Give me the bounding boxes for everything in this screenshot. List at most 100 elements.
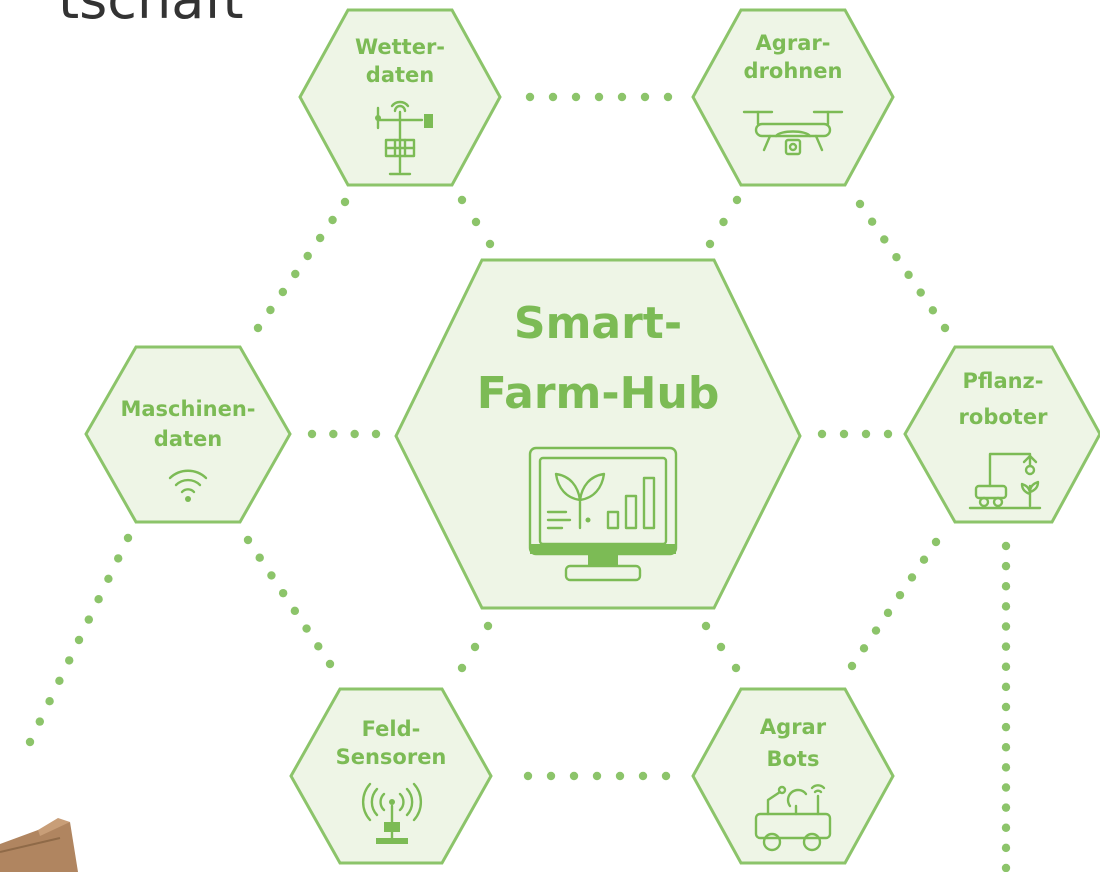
connector-dot [25, 737, 35, 747]
connector-dot [470, 642, 480, 652]
connector-dot [1001, 863, 1011, 872]
connector-dot [705, 239, 715, 249]
connector-dot [1001, 561, 1011, 571]
connector-dot [617, 92, 627, 102]
connector-dot [371, 429, 381, 439]
connector-dot [523, 771, 533, 781]
connector-dot [839, 429, 849, 439]
connector-dot [1001, 622, 1011, 631]
connector-dot [243, 535, 253, 545]
connector-dot [45, 697, 54, 706]
pflanz-label-line1: Pflanz- [962, 369, 1043, 393]
connector-dot [302, 624, 311, 633]
connector-dot [719, 217, 728, 227]
connector-dot [1001, 843, 1011, 853]
connector-dot [266, 305, 275, 315]
connector-dots [25, 92, 1011, 872]
connector-dot [255, 553, 264, 562]
connector-dot [1001, 702, 1011, 712]
bots-label-line1: Agrar [760, 715, 827, 739]
connector-dot [569, 771, 579, 781]
connector-dot [325, 659, 335, 669]
connector-dot [74, 635, 84, 645]
connector-dot [485, 239, 495, 249]
connector-dot [615, 771, 625, 781]
connector-dot [1001, 763, 1011, 772]
pflanz-label-line2: roboter [959, 405, 1049, 429]
connector-dot [104, 574, 113, 583]
wetter-label-line1: Wetter- [355, 35, 445, 59]
connector-dot [817, 429, 827, 439]
cut-off-title: tschaft [58, 0, 244, 31]
connector-dot [663, 92, 673, 102]
hub-node: Smart- Farm-Hub [394, 258, 802, 610]
connector-dot [457, 195, 467, 205]
wetter-label-line2: daten [366, 63, 434, 87]
connector-dot [904, 270, 913, 280]
connector-dot [291, 269, 300, 279]
feld-hexagon [289, 687, 493, 865]
connector-dot [1001, 541, 1011, 551]
connector-dot [883, 608, 893, 618]
connector-dot [278, 588, 288, 598]
maschinen-label-line2: daten [154, 427, 222, 451]
connector-dot [253, 323, 263, 333]
crate-fragment [0, 818, 78, 872]
connector-dot [731, 663, 741, 673]
connector-dot [592, 771, 602, 781]
wifi-icon [168, 469, 208, 502]
connector-dot [94, 595, 103, 604]
connector-dot [907, 573, 917, 582]
connector-dot [571, 92, 581, 102]
connector-dot [931, 537, 941, 547]
connector-dot [701, 621, 711, 631]
rover-bot-icon [754, 784, 832, 852]
drohnen-label-line1: Agrar- [756, 31, 831, 55]
connector-dot [35, 717, 44, 726]
connector-dot [661, 771, 671, 781]
connector-dot [546, 771, 556, 781]
connector-dot [859, 644, 869, 653]
connector-dot [867, 217, 877, 226]
connector-dot [892, 252, 901, 262]
connector-dot [1001, 803, 1011, 812]
connector-dot [471, 217, 481, 227]
connector-dot [1001, 783, 1011, 792]
connector-dot [315, 233, 325, 243]
connector-dot [65, 656, 74, 665]
pflanz-hexagon [903, 345, 1100, 524]
wetter-hexagon [298, 8, 502, 187]
connector-dot [55, 676, 64, 685]
robot-arm-icon [968, 452, 1042, 510]
connector-dot [895, 590, 905, 600]
drone-icon [742, 110, 844, 156]
connector-dot [123, 533, 133, 543]
node-agrar-bots: Agrar Bots [691, 687, 895, 865]
connector-dot [880, 235, 889, 244]
connector-dot [847, 661, 857, 671]
connector-dot [290, 606, 300, 616]
connector-dot [278, 287, 288, 297]
connector-dot [1001, 722, 1011, 732]
feld-label-line1: Feld- [362, 717, 421, 741]
bots-hexagon [691, 687, 895, 865]
connector-dot [84, 615, 94, 624]
connector-dot [732, 195, 742, 205]
connector-dot [1001, 642, 1011, 651]
connector-dot [303, 251, 312, 261]
drohnen-hexagon [691, 8, 895, 187]
maschinen-label-line1: Maschinen- [120, 397, 255, 421]
connector-dot [883, 429, 893, 439]
maschinen-hexagon [84, 345, 292, 524]
connector-dot [307, 429, 317, 439]
connector-dot [350, 429, 359, 439]
connector-dot [716, 642, 726, 652]
node-pflanzroboter: Pflanz- roboter [903, 345, 1100, 524]
connector-dot [855, 199, 865, 209]
connector-dot [329, 429, 338, 439]
connector-dot [314, 642, 323, 651]
hub-hexagon [394, 258, 802, 610]
connector-dot [457, 663, 467, 673]
node-agrardrohnen: Agrar- drohnen [691, 8, 895, 187]
